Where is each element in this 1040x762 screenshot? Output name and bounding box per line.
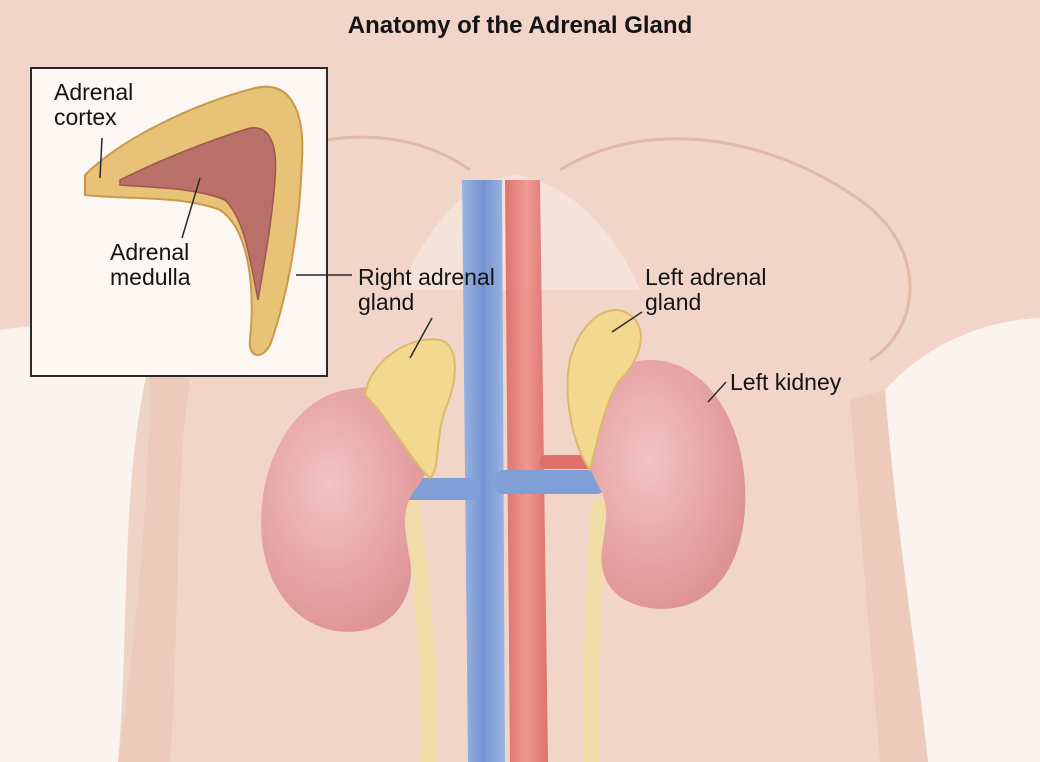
- right-ureter: [402, 498, 437, 762]
- label-left-adrenal-gland: Left adrenal gland: [645, 265, 766, 315]
- label-right-adrenal-gland: Right adrenal gland: [358, 265, 495, 315]
- chest-contour-right: [559, 137, 912, 362]
- label-left-kidney: Left kidney: [730, 369, 842, 395]
- label-adrenal-medulla: Adrenal medulla: [110, 240, 191, 290]
- torso-shade-right: [850, 390, 928, 762]
- label-right-adrenal-gland-line2: gland: [358, 289, 415, 315]
- right-renal-vein: [400, 478, 480, 500]
- left-renal-vein: [495, 470, 605, 494]
- torso-shade: [118, 360, 190, 762]
- leader-left-adrenal: [611, 311, 643, 333]
- leader-adrenal-cortex: [99, 137, 103, 179]
- leader-left-kidney: [707, 381, 727, 403]
- label-right-adrenal-gland-line1: Right adrenal: [358, 264, 495, 290]
- label-adrenal-cortex-line2: cortex: [54, 104, 117, 130]
- vena-cava: [462, 180, 505, 762]
- leader-adrenal-medulla: [181, 177, 201, 239]
- label-adrenal-medulla-line2: medulla: [110, 264, 191, 290]
- left-kidney: [584, 360, 746, 609]
- left-adrenal-gland-shape: [566, 309, 642, 473]
- leader-right-adrenal: [409, 317, 433, 359]
- right-kidney: [261, 387, 433, 632]
- label-adrenal-cortex-line1: Adrenal: [54, 79, 134, 105]
- left-ureter: [583, 499, 608, 762]
- label-left-adrenal-gland-line1: Left adrenal: [645, 264, 767, 290]
- label-left-adrenal-gland-line2: gland: [645, 289, 702, 315]
- diagram-title: Anatomy of the Adrenal Gland: [347, 12, 693, 39]
- inset-adrenal-medulla-shape: [119, 127, 277, 301]
- label-adrenal-cortex: Adrenal cortex: [54, 80, 133, 130]
- right-adrenal-gland-shape: [363, 338, 456, 480]
- label-adrenal-medulla-line1: Adrenal: [110, 239, 190, 265]
